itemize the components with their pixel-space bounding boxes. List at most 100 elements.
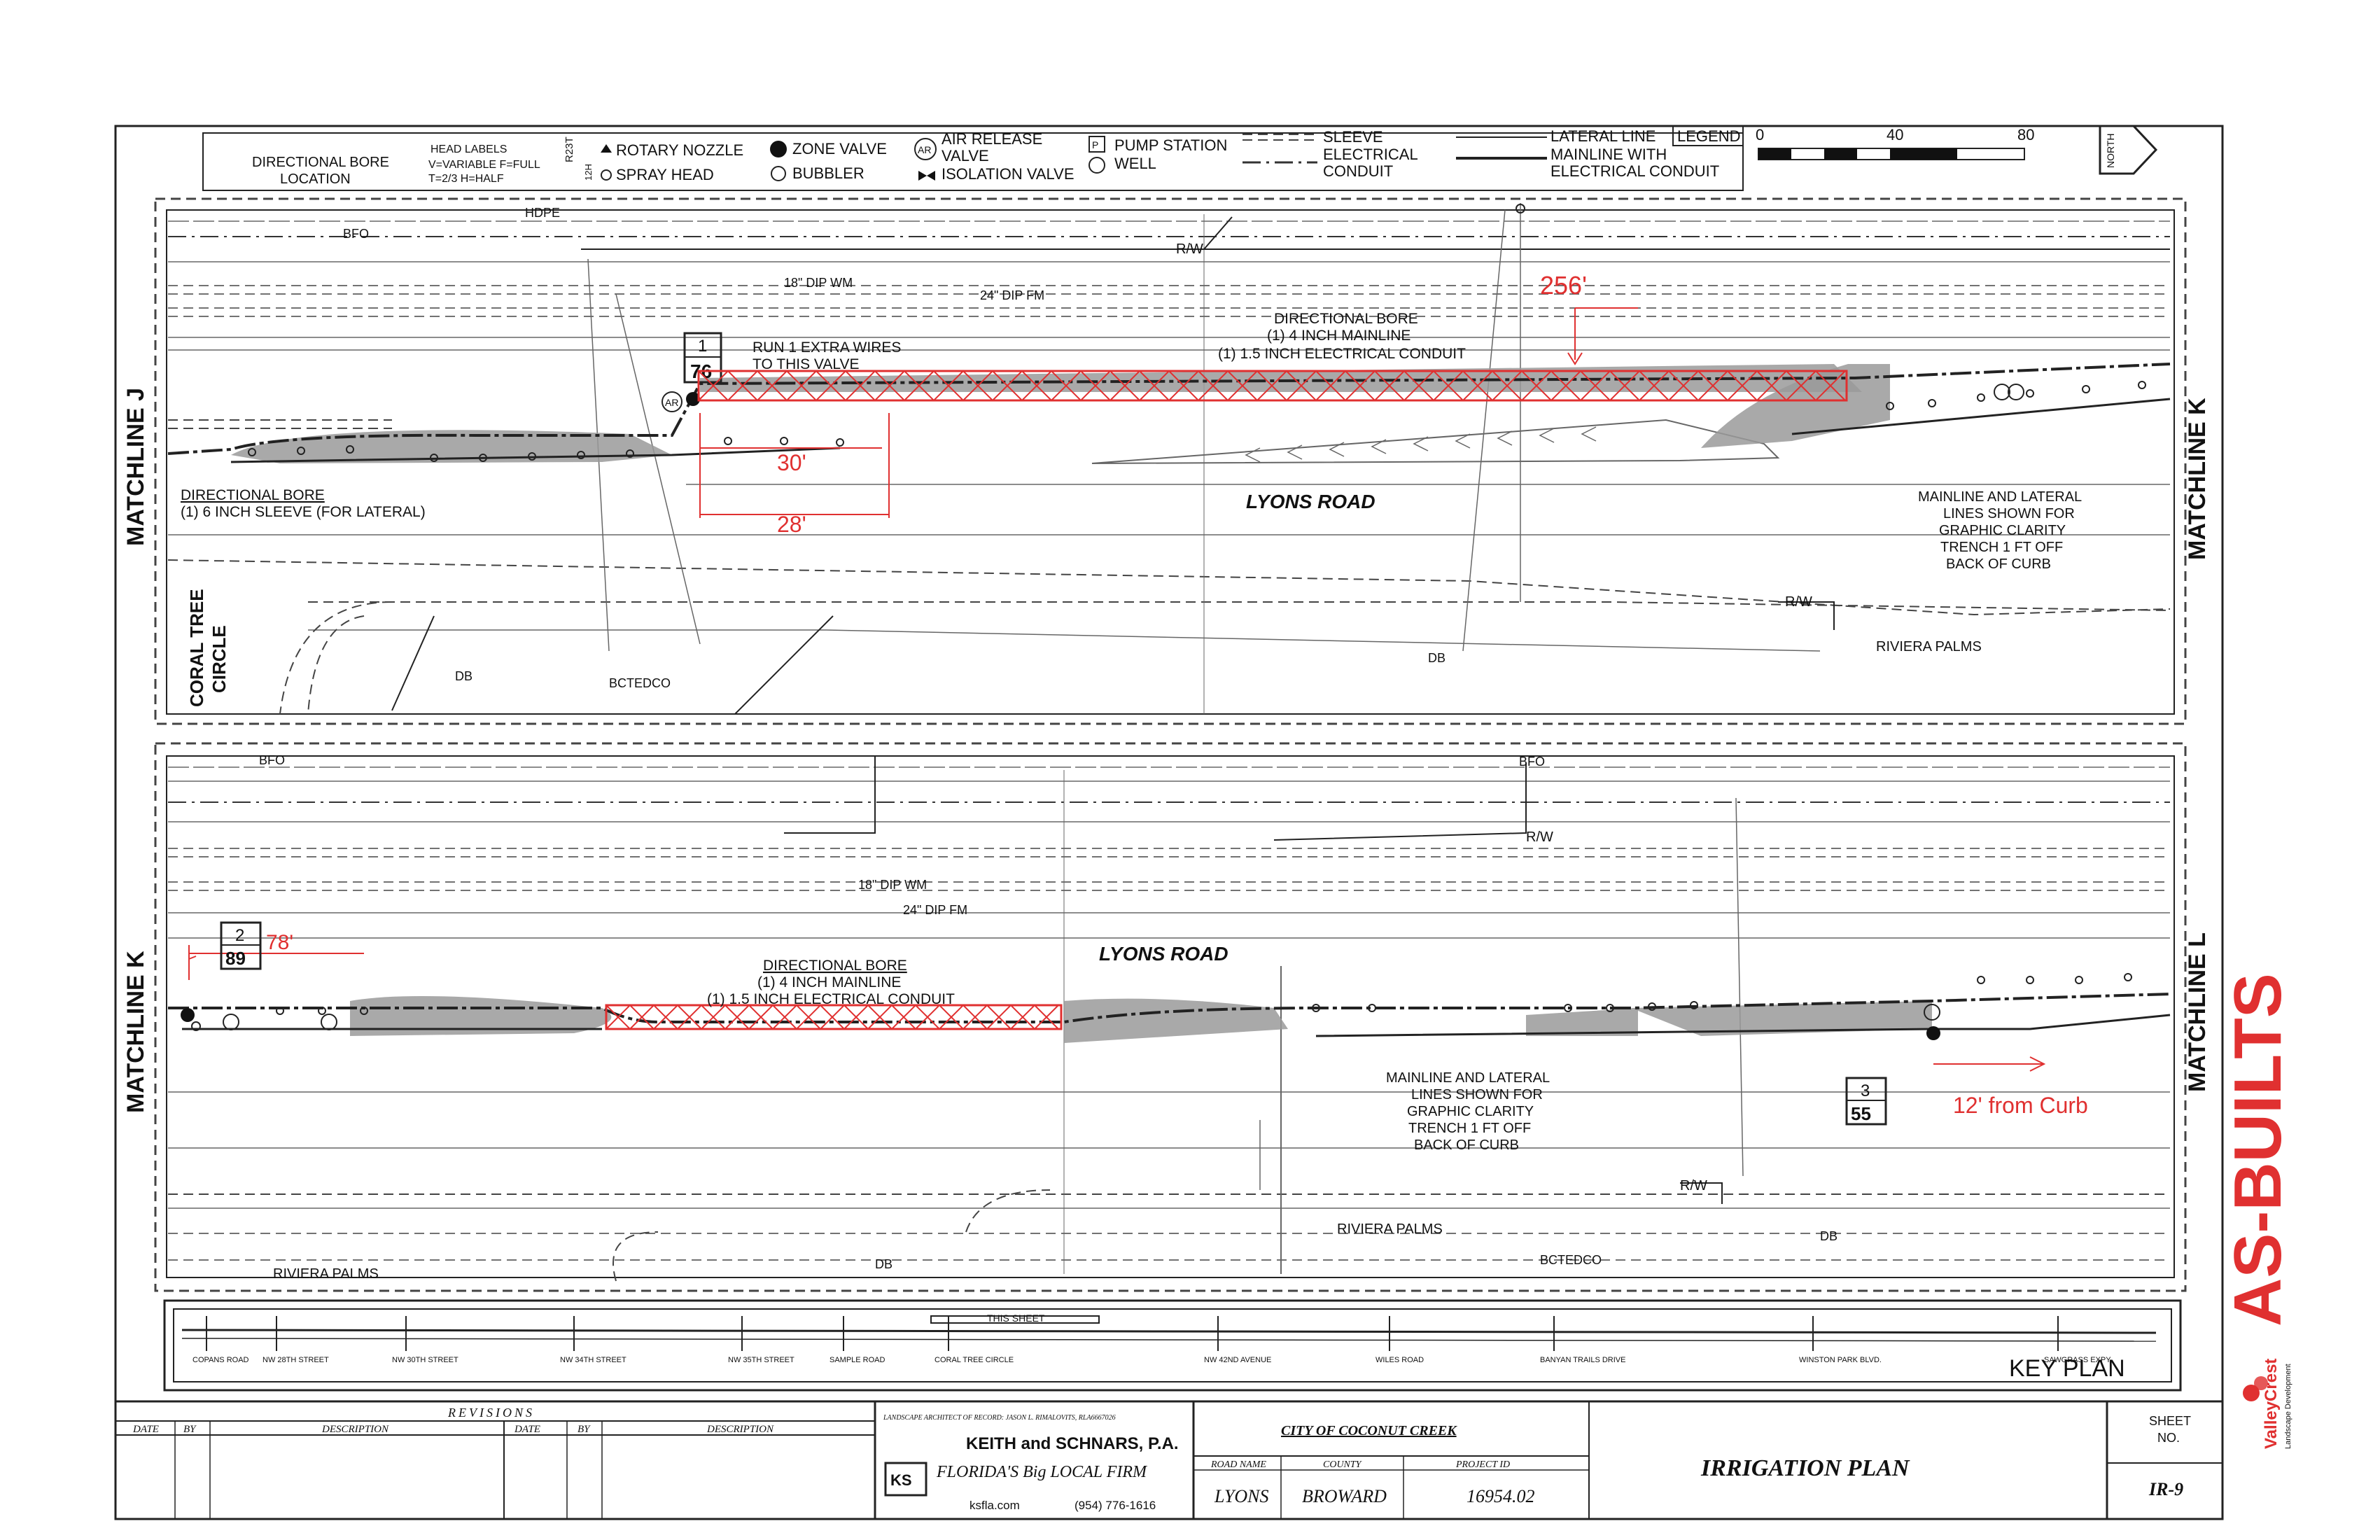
bottom-plan-panel: 78' 12' from Curb 2 89 3 55 MATCHLINE K … xyxy=(122,742,2211,1292)
firm-phone: (954) 776-1616 xyxy=(1074,1499,1156,1512)
zone-valve-icon xyxy=(770,141,787,158)
svg-text:BCTEDCO: BCTEDCO xyxy=(609,676,671,690)
key-plan-street-label: NW 35TH STREET xyxy=(728,1356,794,1364)
north-arrow-icon: NORTH xyxy=(2099,125,2158,175)
svg-text:DB: DB xyxy=(875,1257,892,1271)
legend-spray-code: 12H xyxy=(583,164,594,181)
road-label-bottom: LYONS ROAD xyxy=(1099,943,1228,965)
bottom-bore-note-2: (1) 4 INCH MAINLINE xyxy=(757,974,901,990)
zone-valve-icon xyxy=(1926,1026,1940,1040)
key-plan-street-label: WINSTON PARK BLVD. xyxy=(1799,1356,1882,1364)
rotary-nozzle-icon xyxy=(601,144,612,153)
svg-text:NORTH: NORTH xyxy=(2105,133,2116,168)
svg-text:0: 0 xyxy=(1756,126,1764,144)
as-builts-stamp: AS-BUILTS xyxy=(2220,973,2295,1326)
firm-tagline: FLORIDA'S Big LOCAL FIRM xyxy=(936,1463,1148,1481)
svg-text:DESCRIPTION: DESCRIPTION xyxy=(321,1424,389,1435)
legend-spray-head: SPRAY HEAD xyxy=(616,166,714,183)
as-built-bore-box-bottom xyxy=(605,1004,1063,1030)
key-plan-street-label: SAMPLE ROAD xyxy=(830,1356,886,1364)
legend-lateral-line: LATERAL LINE xyxy=(1550,127,1656,145)
as-built-bore-box-top xyxy=(697,370,1848,402)
top-plan-panel: AR 1 76 256' 30' 28' MATCHLINE J MATCHLI… xyxy=(122,197,2211,725)
legend-head-codes-1: V=VARIABLE F=FULL xyxy=(428,159,540,171)
air-release-valve-icon xyxy=(662,391,682,412)
legend-mainline-1: MAINLINE WITH xyxy=(1550,146,1667,163)
sleeve-bore-note-2: (1) 6 INCH SLEEVE (FOR LATERAL) xyxy=(181,504,426,520)
legend-bubbler: BUBBLER xyxy=(792,164,864,182)
legend-sleeve: SLEEVE xyxy=(1323,128,1383,146)
legend-pump-station: PUMP STATION xyxy=(1114,136,1227,154)
svg-text:R/W: R/W xyxy=(1176,241,1203,257)
legend-zone-valve: ZONE VALVE xyxy=(792,140,887,158)
key-plan-street-label: CORAL TREE CIRCLE xyxy=(934,1356,1014,1364)
key-plan-street-label: COPANS ROAD xyxy=(192,1356,249,1364)
svg-text:NO.: NO. xyxy=(2157,1431,2180,1445)
county-value: BROWARD xyxy=(1302,1486,1387,1506)
svg-text:R/W: R/W xyxy=(1680,1178,1707,1194)
legend-isolation-valve: ISOLATION VALVE xyxy=(941,165,1074,183)
svg-text:DATE: DATE xyxy=(132,1424,159,1435)
valve-3-gpm: 55 xyxy=(1851,1103,1871,1124)
plan-title: IRRIGATION PLAN xyxy=(1700,1455,1910,1481)
bottom-clarity-note-1: MAINLINE AND LATERAL xyxy=(1386,1070,1550,1086)
coral-tree-label-1: CORAL TREE xyxy=(186,589,207,707)
svg-text:R/W: R/W xyxy=(1526,830,1553,845)
svg-text:SHEET: SHEET xyxy=(2149,1414,2191,1428)
isolation-valve-icon xyxy=(918,171,935,181)
key-plan-street-label: NW 28TH STREET xyxy=(262,1356,329,1364)
legend-mainline-2: ELECTRICAL CONDUIT xyxy=(1550,162,1719,180)
redline-28-label: 28' xyxy=(777,512,806,537)
key-plan-title: KEY PLAN xyxy=(2009,1355,2125,1382)
title-block: REVISIONS DATE BY DESCRIPTION DATE BY DE… xyxy=(115,1400,2222,1519)
key-plan-this-sheet: THIS SHEET xyxy=(987,1312,1045,1324)
svg-text:DB: DB xyxy=(1820,1229,1837,1243)
svg-text:24" DIP FM: 24" DIP FM xyxy=(903,903,967,917)
run-wires-note-2: TO THIS VALVE xyxy=(752,356,860,372)
scale-bar: 0 40 80 xyxy=(1756,126,2034,160)
key-plan-streets: COPANS ROAD NW 28TH STREET NW 30TH STREET N… xyxy=(192,1316,2111,1364)
road-label-top: LYONS ROAD xyxy=(1246,491,1376,512)
svg-text:KS: KS xyxy=(890,1471,912,1489)
project-id-value: 16954.02 xyxy=(1466,1486,1535,1506)
riviera-palms-label-top: RIVIERA PALMS xyxy=(1876,639,1982,654)
legend-air-release-1: AIR RELEASE xyxy=(941,130,1042,148)
svg-text:AR: AR xyxy=(665,397,678,408)
valve-2-gpm: 89 xyxy=(225,948,246,969)
revisions-label: REVISIONS xyxy=(447,1406,535,1420)
key-plan-street-label: NW 34TH STREET xyxy=(560,1356,626,1364)
svg-text:18" DIP WM: 18" DIP WM xyxy=(784,276,853,290)
svg-text:BFO: BFO xyxy=(343,227,369,241)
svg-text:DESCRIPTION: DESCRIPTION xyxy=(706,1424,774,1435)
sleeve-bore-note-1: DIRECTIONAL BORE xyxy=(181,487,325,503)
legend-rotary-nozzle: ROTARY NOZZLE xyxy=(616,141,743,159)
top-clarity-note-2: LINES SHOWN FOR xyxy=(1943,506,2075,522)
svg-text:BFO: BFO xyxy=(1519,755,1545,769)
svg-text:PROJECT ID: PROJECT ID xyxy=(1455,1460,1510,1470)
bottom-bore-note-3: (1) 1.5 INCH ELECTRICAL CONDUIT xyxy=(707,991,955,1007)
valve-1-number: 1 xyxy=(698,337,707,356)
pump-station-icon xyxy=(1088,136,1105,153)
svg-text:24" DIP FM: 24" DIP FM xyxy=(980,288,1044,302)
svg-text:DATE: DATE xyxy=(514,1424,540,1435)
valve-2-number: 2 xyxy=(235,926,244,945)
valleycrest-name: ValleyCrest xyxy=(2262,1359,2281,1449)
firm-name: KEITH and SCHNARS, P.A. xyxy=(966,1434,1179,1453)
top-clarity-note-4: TRENCH 1 FT OFF xyxy=(1940,540,2063,555)
legend: DIRECTIONAL BORE LOCATION HEAD LABELS V=… xyxy=(202,125,1744,191)
svg-text:40: 40 xyxy=(1886,126,1903,144)
top-bore-note-2: (1) 4 INCH MAINLINE xyxy=(1267,328,1410,344)
firm-website: ksfla.com xyxy=(969,1499,1020,1512)
svg-text:BFO: BFO xyxy=(259,753,285,767)
riviera-palms-label-1: RIVIERA PALMS xyxy=(273,1266,379,1282)
riviera-palms-label-2: RIVIERA PALMS xyxy=(1337,1222,1443,1237)
well-icon xyxy=(1088,157,1105,174)
legend-electrical-2: CONDUIT xyxy=(1323,162,1393,180)
key-plan-street-label: NW 30TH STREET xyxy=(392,1356,458,1364)
key-plan-street-label: NW 42ND AVENUE xyxy=(1204,1356,1271,1364)
top-clarity-note-5: BACK OF CURB xyxy=(1946,556,2051,572)
svg-text:ROAD NAME: ROAD NAME xyxy=(1210,1460,1266,1470)
svg-text:AR: AR xyxy=(918,144,931,155)
run-wires-note-1: RUN 1 EXTRA WIRES xyxy=(752,340,901,356)
